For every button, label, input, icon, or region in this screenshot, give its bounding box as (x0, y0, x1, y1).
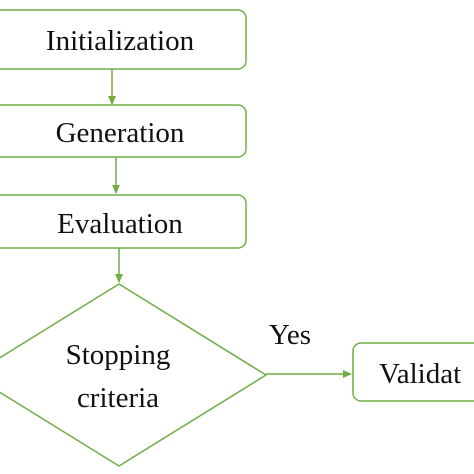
stopping-criteria-label-line2: criteria (77, 382, 159, 414)
generation-box (0, 104, 247, 158)
initialization-label: Initialization (46, 25, 195, 57)
validation-box (352, 342, 474, 402)
stopping-criteria-label-line1: Stopping (66, 339, 171, 371)
evaluation-label: Evaluation (57, 208, 183, 240)
validation-label: Validat (379, 358, 461, 390)
stopping-criteria-diamond (0, 283, 268, 467)
evaluation-box (0, 194, 247, 249)
initialization-box (0, 9, 247, 70)
yes-label: Yes (269, 319, 311, 351)
generation-label: Generation (56, 117, 185, 149)
